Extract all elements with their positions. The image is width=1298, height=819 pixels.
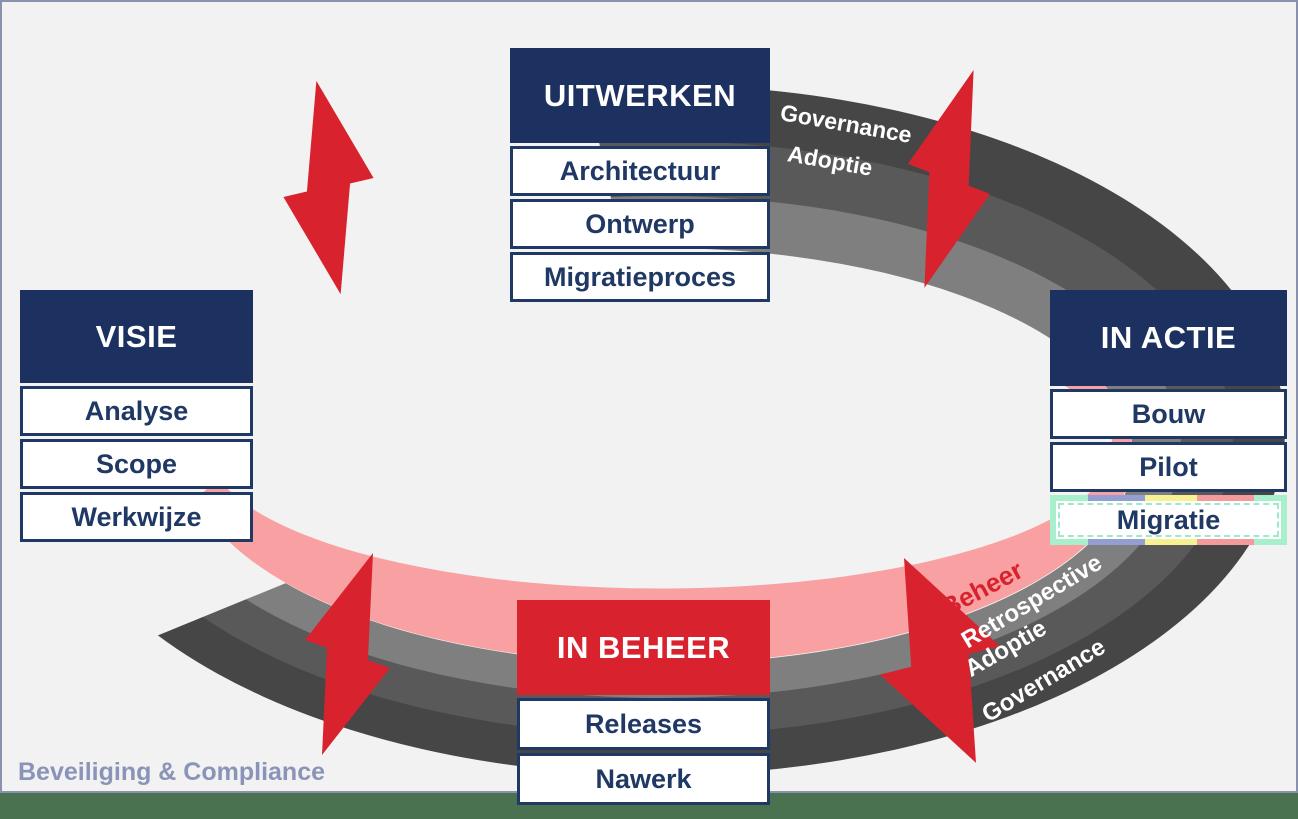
phase-in-beheer: IN BEHEER Releases Nawerk: [517, 600, 770, 805]
item-werkwijze: Werkwijze: [20, 492, 253, 542]
item-migratie-highlight-frame: Migratie: [1050, 495, 1287, 545]
item-scope: Scope: [20, 439, 253, 489]
item-analyse: Analyse: [20, 386, 253, 436]
phase-visie: VISIE Analyse Scope Werkwijze: [20, 290, 253, 542]
phase-in-beheer-title: IN BEHEER: [517, 600, 770, 695]
phase-in-actie: IN ACTIE Bouw Pilot Migratie: [1050, 290, 1287, 545]
ring-band-pink: [197, 352, 1133, 664]
footer-beveiliging-compliance: Beveiliging & Compliance: [18, 758, 326, 786]
phase-visie-items: Analyse Scope Werkwijze: [20, 386, 253, 542]
phase-uitwerken-title: UITWERKEN: [510, 48, 770, 143]
item-bouw: Bouw: [1050, 389, 1287, 439]
item-pilot: Pilot: [1050, 442, 1287, 492]
phase-visie-title: VISIE: [20, 290, 253, 383]
phase-uitwerken-items: Architectuur Ontwerp Migratieproces: [510, 146, 770, 302]
phase-in-actie-title: IN ACTIE: [1050, 290, 1287, 386]
item-ontwerp: Ontwerp: [510, 199, 770, 249]
item-migratieproces: Migratieproces: [510, 252, 770, 302]
phase-in-actie-items: Bouw Pilot Migratie: [1050, 389, 1287, 545]
item-architectuur: Architectuur: [510, 146, 770, 196]
phase-in-beheer-items: Releases Nawerk: [517, 698, 770, 805]
phase-uitwerken: UITWERKEN Architectuur Ontwerp Migratiep…: [510, 48, 770, 302]
item-migratie-highlighted: Migratie: [1056, 501, 1281, 539]
item-releases: Releases: [517, 698, 770, 750]
item-nawerk: Nawerk: [517, 753, 770, 805]
